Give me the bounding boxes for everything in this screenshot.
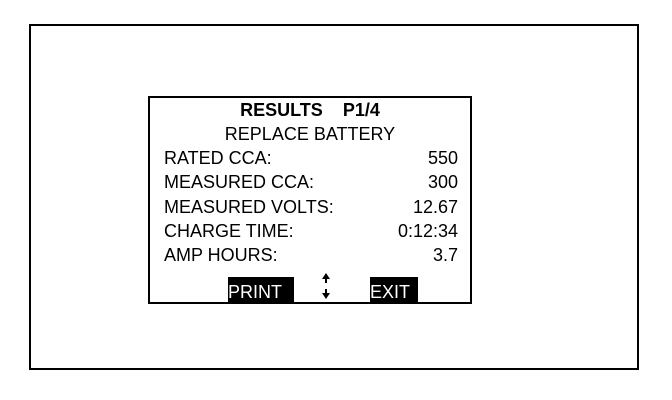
result-label: CHARGE TIME: [164, 221, 294, 241]
result-row-amp-hours: AMP HOURS: 3.7 [164, 244, 458, 266]
print-button[interactable]: PRINT [228, 277, 294, 303]
result-row-rated-cca: RATED CCA: 550 [164, 147, 458, 169]
result-value: 550 [427, 148, 458, 168]
result-value: 3.7 [432, 245, 458, 265]
result-label: RATED CCA: [164, 148, 272, 168]
result-label: MEASURED VOLTS: [164, 197, 334, 217]
result-label: MEASURED CCA: [164, 172, 315, 192]
result-row-measured-volts: MEASURED VOLTS: 12.67 [164, 196, 458, 218]
result-value: 300 [427, 172, 458, 192]
results-screen: RESULTS P1/4 REPLACE BATTERY RATED CCA: 5… [148, 96, 472, 304]
result-row-charge-time: CHARGE TIME: 0:12:34 [164, 220, 458, 242]
exit-button[interactable]: EXIT [370, 277, 418, 303]
up-down-arrows-icon[interactable] [320, 271, 332, 301]
screen-title: RESULTS [240, 100, 323, 120]
result-row-measured-cca: MEASURED CCA: 300 [164, 171, 458, 193]
result-value: 12.67 [412, 197, 458, 217]
status-message: REPLACE BATTERY [224, 124, 396, 144]
device-frame [29, 24, 639, 370]
result-label: AMP HOURS: [164, 245, 278, 265]
result-value: 0:12:34 [397, 221, 458, 241]
results-header: RESULTS P1/4 [150, 99, 470, 121]
page-indicator: P1/4 [342, 100, 380, 120]
